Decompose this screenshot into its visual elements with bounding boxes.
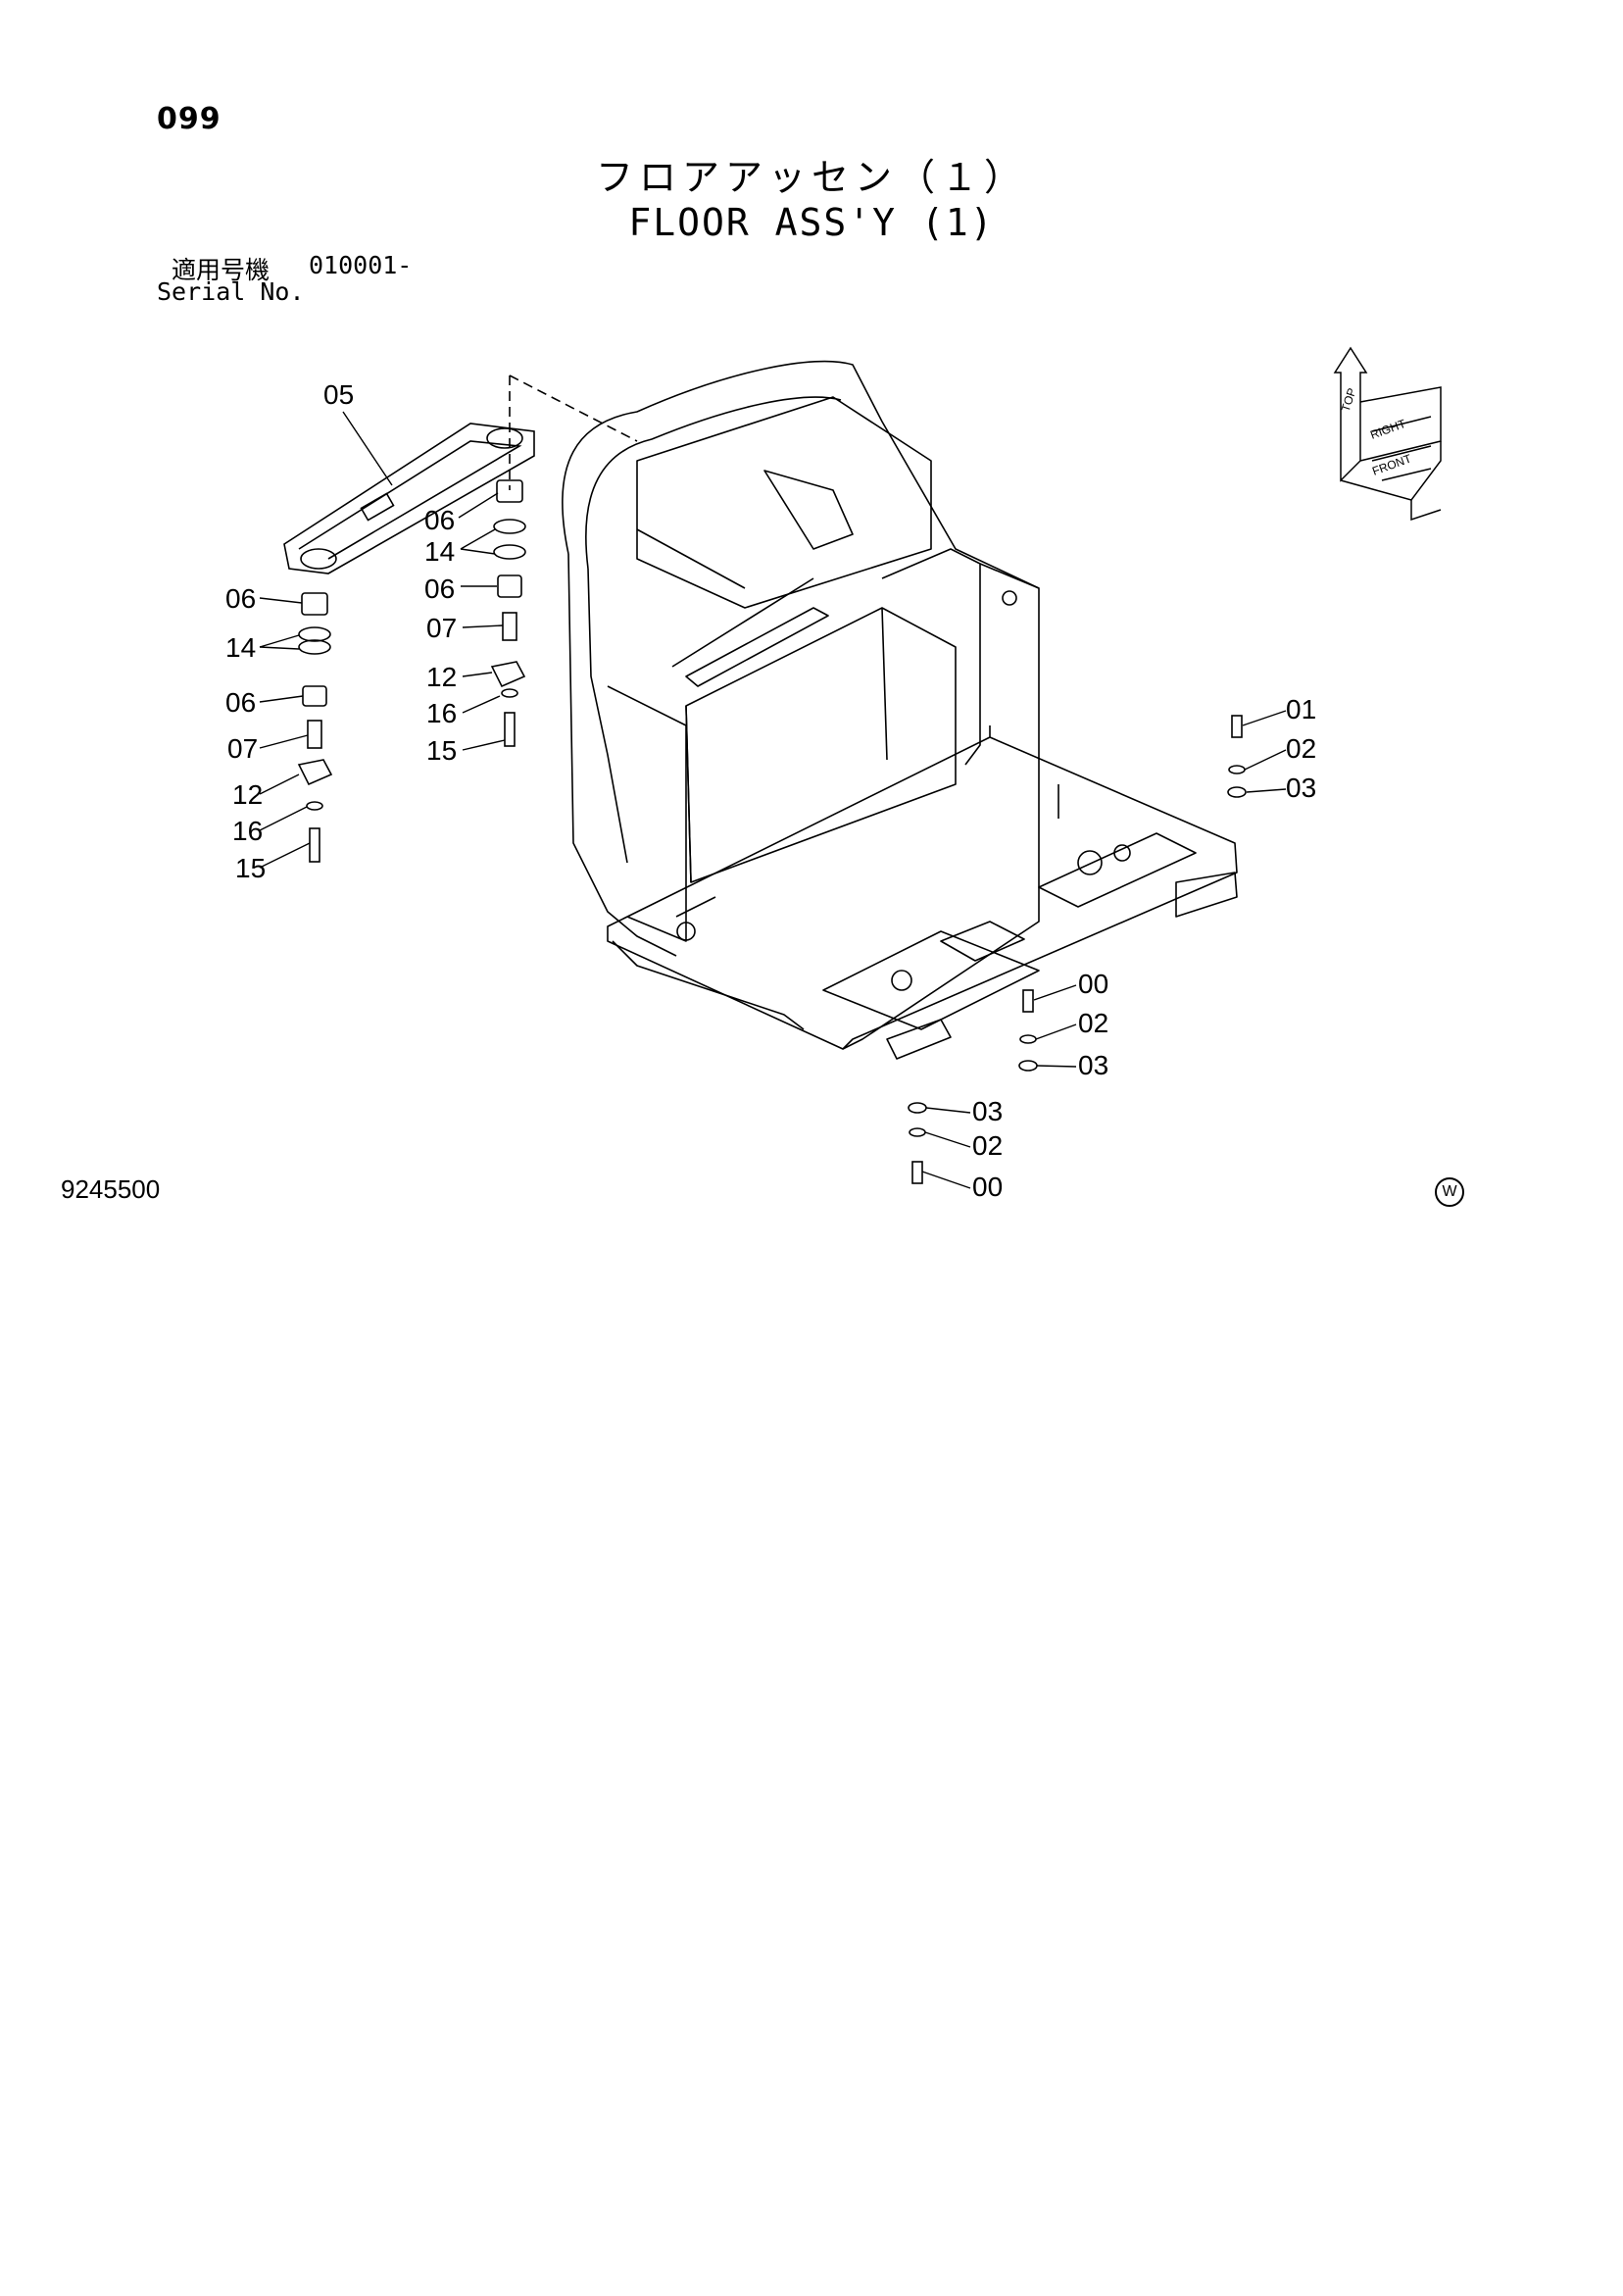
orientation-top-label: TOP [1339,386,1359,414]
w-mark-icon: W [1435,1177,1464,1207]
floor-frame-drawing [509,360,1238,1060]
left-mount-stack [297,592,333,863]
title-japanese: フロアアッセン（１） [595,156,1027,199]
callout-label: 02 [1286,733,1316,764]
callout-label: 12 [426,662,457,692]
callout-label: 15 [235,853,266,883]
callout-label: 03 [1078,1050,1108,1080]
callout-label: 14 [424,536,455,567]
callout-label: 07 [227,733,258,764]
callout-label: 06 [225,687,256,718]
orientation-right-label: RIGHT [1368,417,1407,442]
callout-label: 06 [424,574,455,604]
callout-label: 07 [426,613,457,643]
page-number: 099 [157,102,221,136]
callout-label: 03 [1286,773,1316,803]
orientation-glyph: TOP RIGHT FRONT [1333,346,1442,522]
exploded-parts-diagram: TOP RIGHT FRONT 05 06 14 06 07 12 16 15 … [225,346,1442,1202]
callout-label: 00 [972,1172,1003,1202]
callout-label: 01 [1286,694,1316,724]
serial-value: 010001- [309,251,413,279]
callout-label: 06 [225,583,256,614]
callout-label: 06 [424,505,455,535]
callout-label: 16 [426,698,457,728]
right-mount-stack [490,479,526,747]
callout-label: 00 [1078,969,1108,999]
serial-label-japanese: 適用号機 [172,256,270,284]
bolt-washer-sets [908,715,1247,1184]
mount-bracket-drawing [283,423,535,574]
callout-label: 14 [225,632,256,663]
callout-label: 05 [323,379,354,410]
callout-label: 02 [972,1130,1003,1161]
title-english: FLOOR ASS'Y (1) [628,201,995,244]
callout-label: 03 [972,1096,1003,1126]
figure-number: 9245500 [61,1174,161,1204]
serial-label-english: Serial No. [157,277,305,306]
leader-lines [259,411,1287,1189]
callout-label: 15 [426,735,457,766]
callout-labels: 05 06 14 06 07 12 16 15 06 14 06 07 12 1… [225,379,1316,1202]
callout-label: 02 [1078,1008,1108,1038]
callout-label: 12 [232,779,263,810]
callout-label: 16 [232,816,263,846]
